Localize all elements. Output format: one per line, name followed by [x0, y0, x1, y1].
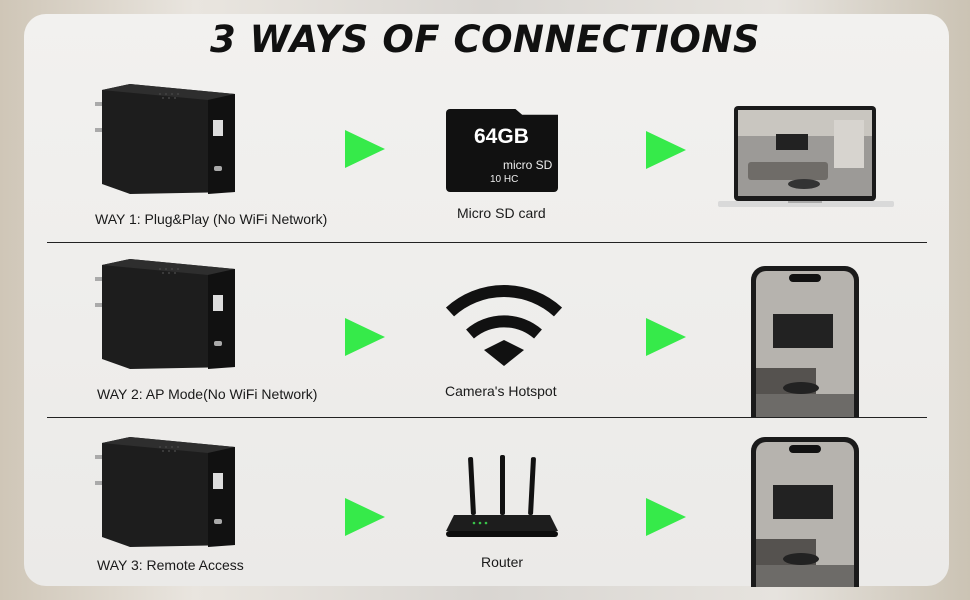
- arrow-icon: [345, 498, 385, 536]
- smartphone-icon: [751, 266, 859, 417]
- middle-label-3: Router: [481, 554, 524, 570]
- arrow-icon: [345, 130, 385, 168]
- arrow-icon: [646, 318, 686, 356]
- router-icon: [446, 455, 558, 537]
- arrow-icon: [646, 131, 686, 169]
- laptop-icon: [718, 106, 894, 207]
- sd-capacity: 64GB: [474, 125, 529, 148]
- camera-charger-icon: [95, 84, 235, 194]
- row-divider: [47, 242, 927, 243]
- way-3-label: WAY 3: Remote Access: [97, 557, 244, 573]
- way-1-label: WAY 1: Plug&Play (No WiFi Network): [95, 211, 328, 227]
- middle-label-2: Camera's Hotspot: [445, 383, 557, 399]
- sd-logo: micro SD: [503, 158, 553, 172]
- page-title: 3 WAYS OF CONNECTIONS: [210, 18, 760, 61]
- way-2-label: WAY 2: AP Mode(No WiFi Network): [97, 386, 318, 402]
- sd-class-mark: 10 HC: [490, 174, 519, 185]
- wifi-icon: [446, 285, 562, 366]
- camera-charger-icon: [95, 259, 235, 369]
- arrow-icon: [345, 318, 385, 356]
- camera-charger-icon: [95, 437, 235, 547]
- smartphone-icon: [751, 437, 859, 587]
- arrow-icon: [646, 498, 686, 536]
- micro-sd-card-icon: [446, 109, 558, 192]
- middle-label-1: Micro SD card: [457, 205, 546, 221]
- row-divider: [47, 417, 927, 418]
